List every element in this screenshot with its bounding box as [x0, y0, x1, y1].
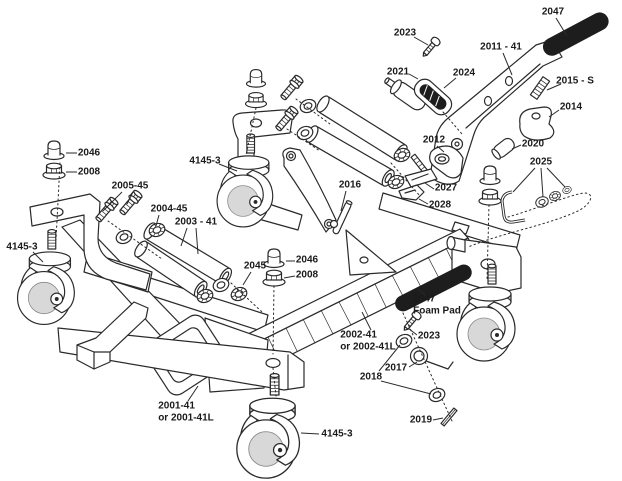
part-label-4145-3-top: 4145-3 [189, 155, 221, 167]
hook-2014 [519, 106, 555, 141]
grip-2047 [542, 12, 609, 56]
channel-2024 [413, 78, 453, 116]
part-label-2045: 2045 [243, 260, 267, 272]
part-label-2002-41: 2002-41 or 2002-41L [340, 329, 396, 353]
cap-2046-left [43, 140, 65, 161]
pin-2019 [440, 407, 458, 427]
part-label-2004-45: 2004-45 [150, 203, 188, 215]
part-label-2025: 2025 [529, 156, 553, 168]
lever-2011-41 [429, 39, 563, 185]
part-label-2008-left: 2008 [77, 166, 101, 178]
part-label-2028: 2028 [428, 199, 452, 211]
part-label-2016: 2016 [338, 179, 362, 191]
part-label-2019: 2019 [409, 414, 433, 426]
part-label-2015-S: 2015 - S [556, 75, 594, 87]
rod-2016 [329, 200, 353, 235]
spring-2017 [409, 346, 454, 370]
part-label-2021: 2021 [386, 66, 410, 78]
part-label-2011-41: 2011 - 41 [480, 41, 522, 53]
wire-clip-2025 [500, 190, 526, 224]
part-label-2023-bottom: 2023 [417, 330, 441, 342]
tubes [134, 95, 408, 298]
part-label-2046-mid: 2046 [295, 254, 319, 266]
part-label-2047-foam-pad: 2047 Foam Pad [413, 293, 461, 317]
foam-pad [395, 264, 472, 312]
part-label-2017: 2017 [384, 362, 408, 374]
part-label-2046-left: 2046 [77, 147, 101, 159]
part-label-2008-mid: 2008 [295, 269, 319, 281]
leader-lines [32, 17, 568, 435]
part-label-2024: 2024 [452, 67, 476, 79]
nut-2008-left [42, 162, 66, 180]
part-label-2018: 2018 [359, 371, 383, 383]
part-label-2012: 2012 [422, 134, 446, 146]
screw-2023-top [419, 35, 442, 60]
roller-2021 [384, 77, 426, 111]
part-label-2023-top: 2023 [393, 27, 417, 39]
part-label-2003-41: 2003 - 41 [174, 216, 218, 228]
bottom-hardware [400, 309, 458, 427]
part-label-4145-3-bottom: 4145-3 [321, 428, 353, 440]
spring-2015-s [529, 76, 551, 100]
part-label-2027: 2027 [434, 182, 458, 194]
bolt-top-1 [277, 73, 306, 103]
bushing-2018-b [426, 385, 448, 405]
pin-2020 [491, 137, 515, 160]
cap-2046-mid [263, 248, 285, 269]
part-label-4145-3-left: 4145-3 [6, 241, 38, 253]
handle-assembly [384, 12, 609, 224]
nut-2008-mid [262, 269, 286, 287]
part-label-2005-45: 2005-45 [111, 180, 149, 192]
part-label-2014: 2014 [559, 101, 583, 113]
bushing-2018-a [393, 331, 415, 351]
part-label-2047-grip: 2047 [541, 6, 565, 18]
bracket-2028 [398, 184, 425, 201]
ring-2045 [228, 284, 250, 304]
part-label-2020: 2020 [521, 138, 545, 150]
part-label-2001-41: 2001-41 or 2001-41L [158, 400, 214, 424]
